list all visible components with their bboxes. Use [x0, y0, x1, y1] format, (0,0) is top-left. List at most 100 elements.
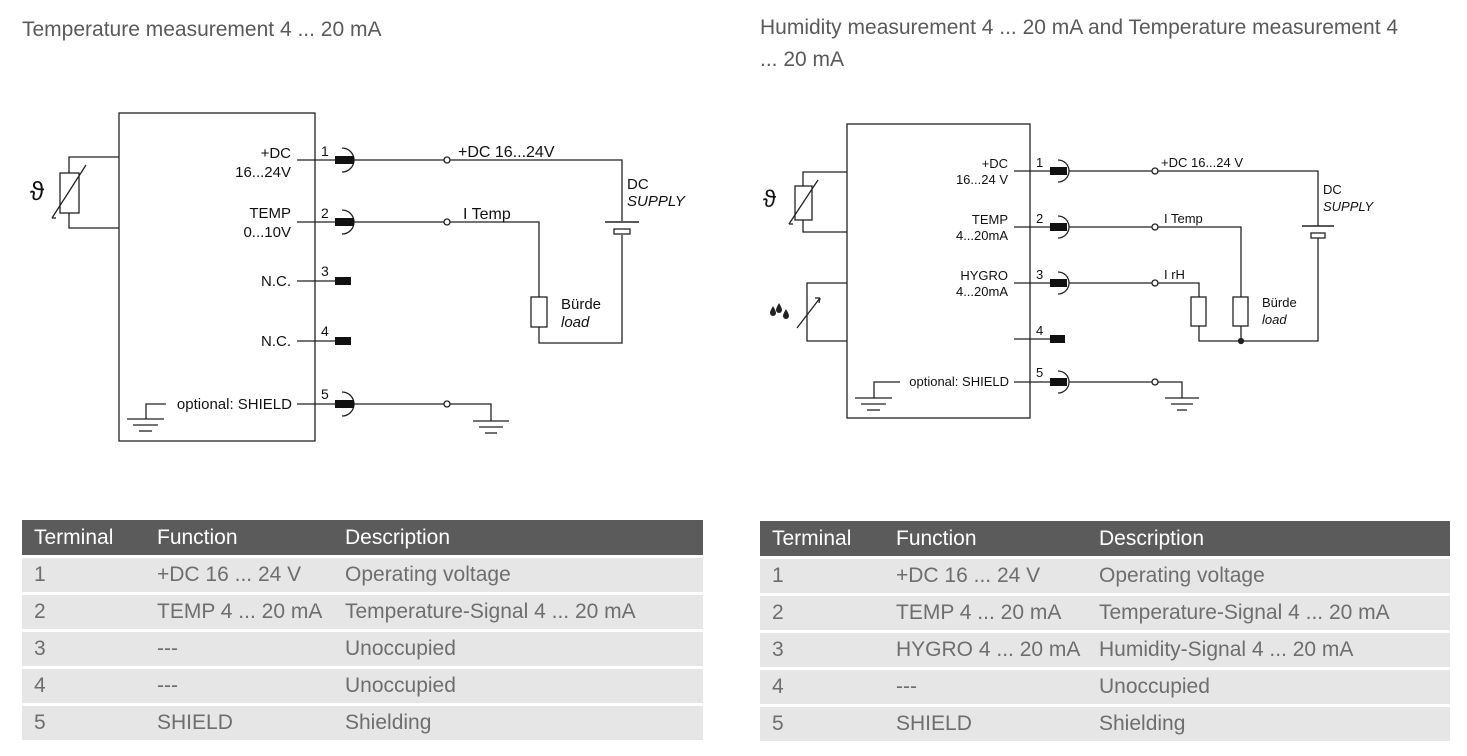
right-load-label-line2: load — [1262, 312, 1287, 327]
left-terminal-table: Terminal Function Description 1 +DC 16 .… — [22, 520, 703, 740]
cell-function: SHIELD — [145, 703, 333, 740]
right-theta-symbol: ϑ — [763, 186, 776, 213]
table-row: 2 TEMP 4 ... 20 mA Temperature-Signal 4 … — [760, 593, 1450, 630]
header-function: Function — [884, 521, 1087, 556]
cell-function: --- — [884, 667, 1087, 704]
right-pin-3 — [1050, 279, 1067, 287]
right-humidity-sensor-icon — [796, 282, 847, 342]
cell-description: Shielding — [1087, 704, 1450, 741]
table-row: 3 HYGRO 4 ... 20 mA Humidity-Signal 4 ..… — [760, 630, 1450, 667]
table-header-row: Terminal Function Description — [760, 521, 1450, 556]
right-ground-icon — [1165, 397, 1199, 411]
cell-function: TEMP 4 ... 20 mA — [145, 592, 333, 629]
header-function: Function — [145, 520, 333, 555]
left-t2-label-line1: TEMP — [249, 205, 291, 222]
right-module-box — [846, 123, 1031, 419]
left-pin-3 — [335, 277, 351, 285]
left-shield-ground-icon — [127, 418, 164, 432]
right-t5-label: optional: SHIELD — [909, 374, 1009, 389]
right-t5-num: 5 — [1036, 365, 1043, 380]
water-drops-icon — [770, 303, 789, 319]
left-pin-5 — [335, 400, 354, 408]
right-terminal-table: Terminal Function Description 1 +DC 16 .… — [760, 521, 1450, 741]
header-terminal: Terminal — [760, 521, 884, 556]
right-pin-5 — [1050, 378, 1067, 386]
cell-function: TEMP 4 ... 20 mA — [884, 593, 1087, 630]
cell-description: Operating voltage — [333, 555, 703, 592]
cell-description: Humidity-Signal 4 ... 20 mA — [1087, 630, 1450, 667]
right-t2-label-line2: 4...20mA — [956, 228, 1008, 243]
right-heading: Humidity measurement 4 ... 20 mA and Tem… — [760, 16, 1399, 71]
left-t1-num: 1 — [321, 143, 329, 159]
header-description: Description — [1087, 521, 1450, 556]
right-temperature-sensor-icon — [788, 171, 847, 233]
left-pin-2 — [335, 218, 354, 226]
right-t4-num: 4 — [1036, 323, 1043, 338]
left-pin-1 — [335, 156, 354, 164]
cell-function: --- — [145, 629, 333, 666]
left-t2-label-line2: 0...10V — [243, 224, 291, 241]
right-load-label-line1: Bürde — [1262, 295, 1297, 310]
cell-function: HYGRO 4 ... 20 mA — [884, 630, 1087, 667]
right-temp-wire-label: I Temp — [1164, 211, 1203, 226]
left-load-resistor — [530, 296, 548, 328]
cell-terminal: 2 — [22, 592, 145, 629]
right-supply-wire-label: +DC 16...24 V — [1161, 155, 1243, 170]
left-theta-symbol: ϑ — [30, 176, 45, 206]
right-load-resistor-temp — [1232, 296, 1249, 327]
table-row: 5 SHIELD Shielding — [22, 703, 703, 740]
right-t3-num: 3 — [1036, 267, 1043, 282]
left-signal-wire-label: I Temp — [463, 206, 511, 223]
table-row: 1 +DC 16 ... 24 V Operating voltage — [760, 556, 1450, 593]
table-row: 1 +DC 16 ... 24 V Operating voltage — [22, 555, 703, 592]
right-supply-label-line2: SUPPLY — [1323, 199, 1374, 214]
header-description: Description — [333, 520, 703, 555]
cell-description: Operating voltage — [1087, 556, 1450, 593]
cell-function: +DC 16 ... 24 V — [145, 555, 333, 592]
left-pin-4 — [335, 337, 351, 345]
left-supply-wire-label: +DC 16...24V — [458, 144, 555, 161]
right-shield-ground-icon — [855, 397, 892, 411]
right-pin-4 — [1050, 335, 1065, 343]
cell-function: +DC 16 ... 24 V — [884, 556, 1087, 593]
left-t2-num: 2 — [321, 205, 329, 221]
cell-description: Unoccupied — [1087, 667, 1450, 704]
right-load-resistor-rh — [1190, 296, 1207, 327]
left-t3-label: N.C. — [261, 273, 291, 290]
cell-description: Shielding — [333, 703, 703, 740]
left-t4-label: N.C. — [261, 333, 291, 350]
right-pin-2 — [1050, 223, 1067, 231]
cell-terminal: 3 — [760, 630, 884, 667]
right-t1-label-line1: +DC — [982, 156, 1008, 171]
table-row: 5 SHIELD Shielding — [760, 704, 1450, 741]
cell-description: Temperature-Signal 4 ... 20 mA — [333, 592, 703, 629]
table-row: 3 --- Unoccupied — [22, 629, 703, 666]
header-terminal: Terminal — [22, 520, 145, 555]
left-t1-label-line1: +DC — [261, 145, 292, 162]
cell-description: Unoccupied — [333, 666, 703, 703]
left-load-label-line1: Bürde — [561, 296, 601, 313]
right-supply-label-line1: DC — [1323, 182, 1342, 197]
table-row: 2 TEMP 4 ... 20 mA Temperature-Signal 4 … — [22, 592, 703, 629]
right-rh-wire-label: I rH — [1164, 267, 1185, 282]
table-row: 4 --- Unoccupied — [760, 667, 1450, 704]
left-t5-num: 5 — [321, 386, 329, 402]
table-row: 4 --- Unoccupied — [22, 666, 703, 703]
left-supply-label-line1: DC — [627, 176, 649, 193]
left-ground-icon — [473, 420, 509, 434]
cell-terminal: 5 — [760, 704, 884, 741]
cell-function: SHIELD — [884, 704, 1087, 741]
left-t4-num: 4 — [321, 323, 329, 339]
cell-terminal: 4 — [760, 667, 884, 704]
cell-function: --- — [145, 666, 333, 703]
cell-terminal: 5 — [22, 703, 145, 740]
right-pin-1 — [1050, 167, 1067, 175]
cell-description: Temperature-Signal 4 ... 20 mA — [1087, 593, 1450, 630]
left-module-box — [118, 112, 316, 442]
right-dc-supply-battery — [1302, 225, 1334, 239]
left-supply-label-line2: SUPPLY — [627, 193, 686, 210]
right-t1-label-line2: 16...24 V — [956, 172, 1008, 187]
right-t1-num: 1 — [1036, 155, 1043, 170]
left-t3-num: 3 — [321, 263, 329, 279]
